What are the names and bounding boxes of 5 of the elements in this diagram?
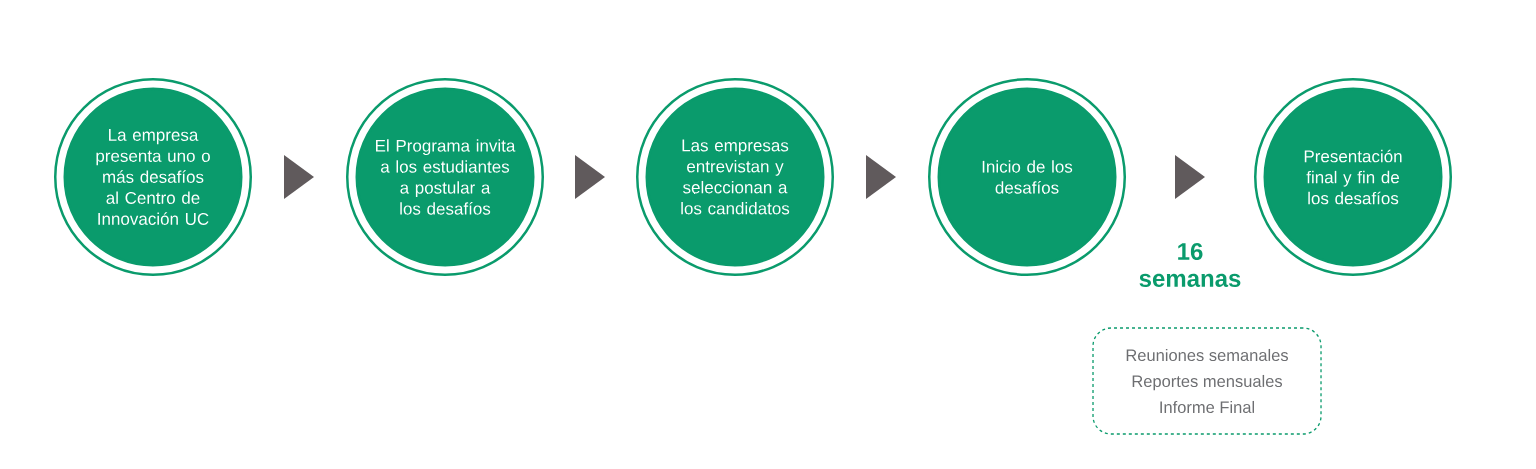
notes-box: Reuniones semanales Reportes mensuales Informe Final [1092, 327, 1322, 435]
arrow [866, 155, 896, 199]
arrow [284, 155, 314, 199]
arrow [1175, 155, 1205, 199]
arrow [575, 155, 605, 199]
